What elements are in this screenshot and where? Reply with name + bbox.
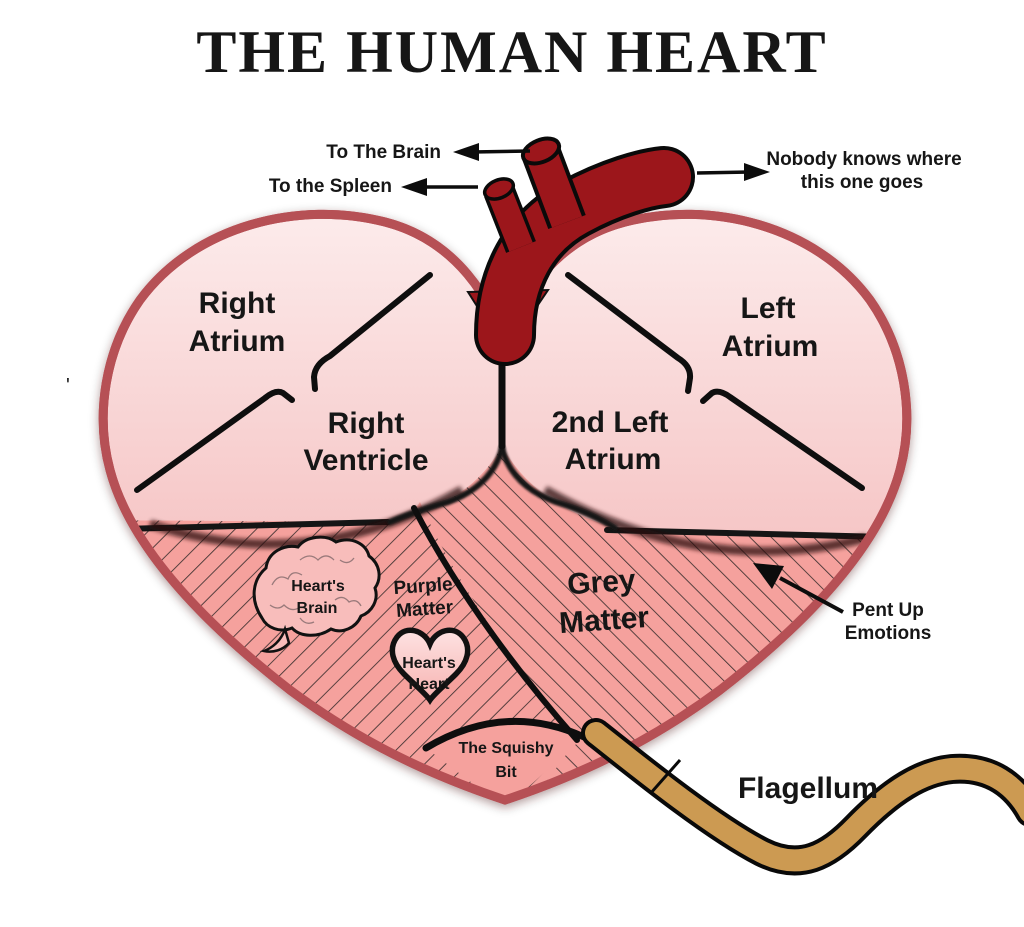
hearts-heart-label-line1: Heart's	[402, 655, 456, 672]
squishy-bit-region	[426, 721, 584, 800]
second-left-atrium-label-line2: Atrium	[565, 443, 662, 476]
right-atrium-label-line2: Atrium	[189, 325, 286, 358]
aorta-stub-large-opening	[520, 136, 562, 166]
arrow-right-icon	[744, 163, 770, 181]
flagellum-tube	[585, 722, 1024, 872]
interior-dividers	[134, 272, 865, 493]
brain-stem	[259, 624, 291, 653]
arrow-up-left-icon	[753, 563, 784, 589]
right-ventricle-label-line2: Ventricle	[303, 444, 428, 477]
aorta-stub-large	[526, 147, 582, 228]
flagellum-label: Flagellum	[738, 772, 878, 805]
page-title: THE HUMAN HEART	[196, 19, 827, 85]
flagellum-joint-line	[648, 759, 682, 795]
grey-purple-divider-line	[411, 505, 580, 743]
to-spleen-label: To the Spleen	[269, 176, 392, 197]
purple-matter-label-line1: Purple	[393, 574, 453, 599]
grey-matter-label-line1: Grey	[566, 564, 637, 602]
to-brain-label: To The Brain	[326, 142, 441, 163]
hearts-heart-label-line2: Heart	[409, 676, 451, 693]
chamber-labels: Right Atrium Left Atrium Right Ventricle…	[189, 287, 819, 477]
center-fan-right	[499, 445, 618, 531]
right-ventricle-label-line1: Right	[328, 407, 405, 440]
pent-up-label-line1: Pent Up	[852, 600, 924, 621]
right-atrium-leader-upper	[310, 272, 433, 392]
right-atrium-label-line1: Right	[199, 287, 276, 320]
center-fan-left	[387, 445, 505, 525]
squishy-bit-arc	[422, 717, 588, 752]
right-atrium-leader-lower	[134, 388, 295, 493]
heart-rim	[98, 209, 912, 805]
unknown-vessel-label-line1: Nobody knows where	[766, 149, 961, 170]
left-atrium-label-line2: Atrium	[722, 330, 819, 363]
purple-matter-label-line2: Matter	[395, 597, 454, 622]
unknown-vessel-arrow-line	[696, 170, 751, 175]
hearts-brain-doodle	[252, 535, 381, 653]
aorta	[466, 136, 695, 366]
aorta-stub-small	[487, 186, 533, 252]
left-atrium-label-line1: Left	[741, 292, 796, 325]
brain-outline	[252, 535, 381, 637]
pent-up-arrow-line	[779, 576, 844, 614]
lower-region-labels: Heart's Brain Purple Matter Heart's Hear…	[291, 564, 650, 781]
to-brain-arrow-line	[471, 149, 531, 154]
grey-matter-label-line2: Matter	[558, 601, 650, 640]
squishy-bit-label-line1: The Squishy	[458, 740, 553, 757]
brain-squiggles	[269, 555, 362, 624]
pent-up-label-line2: Emotions	[845, 623, 932, 644]
left-atrium-leader-upper	[565, 272, 694, 394]
pent-up-annotation: Pent Up Emotions	[753, 563, 931, 644]
squishy-bit-label-line2: Bit	[495, 764, 517, 781]
arrow-left-icon	[401, 178, 427, 196]
arrow-left-icon	[453, 143, 479, 161]
flagellum-tail	[581, 718, 1024, 876]
left-atrium-leader-lower	[700, 388, 865, 491]
small-heart-outline	[389, 627, 471, 705]
hearts-brain-label-line1: Heart's	[291, 578, 345, 595]
aorta-stub-small-opening	[482, 177, 516, 201]
unknown-vessel-label-line2: this one goes	[801, 172, 923, 193]
hearts-heart-doodle	[389, 627, 471, 705]
vessel-annotations: To The Brain To the Spleen Nobody knows …	[269, 142, 962, 197]
second-left-atrium-label-line1: 2nd Left	[552, 406, 669, 439]
stray-mark: '	[66, 375, 70, 397]
hearts-brain-label-line2: Brain	[297, 600, 338, 617]
